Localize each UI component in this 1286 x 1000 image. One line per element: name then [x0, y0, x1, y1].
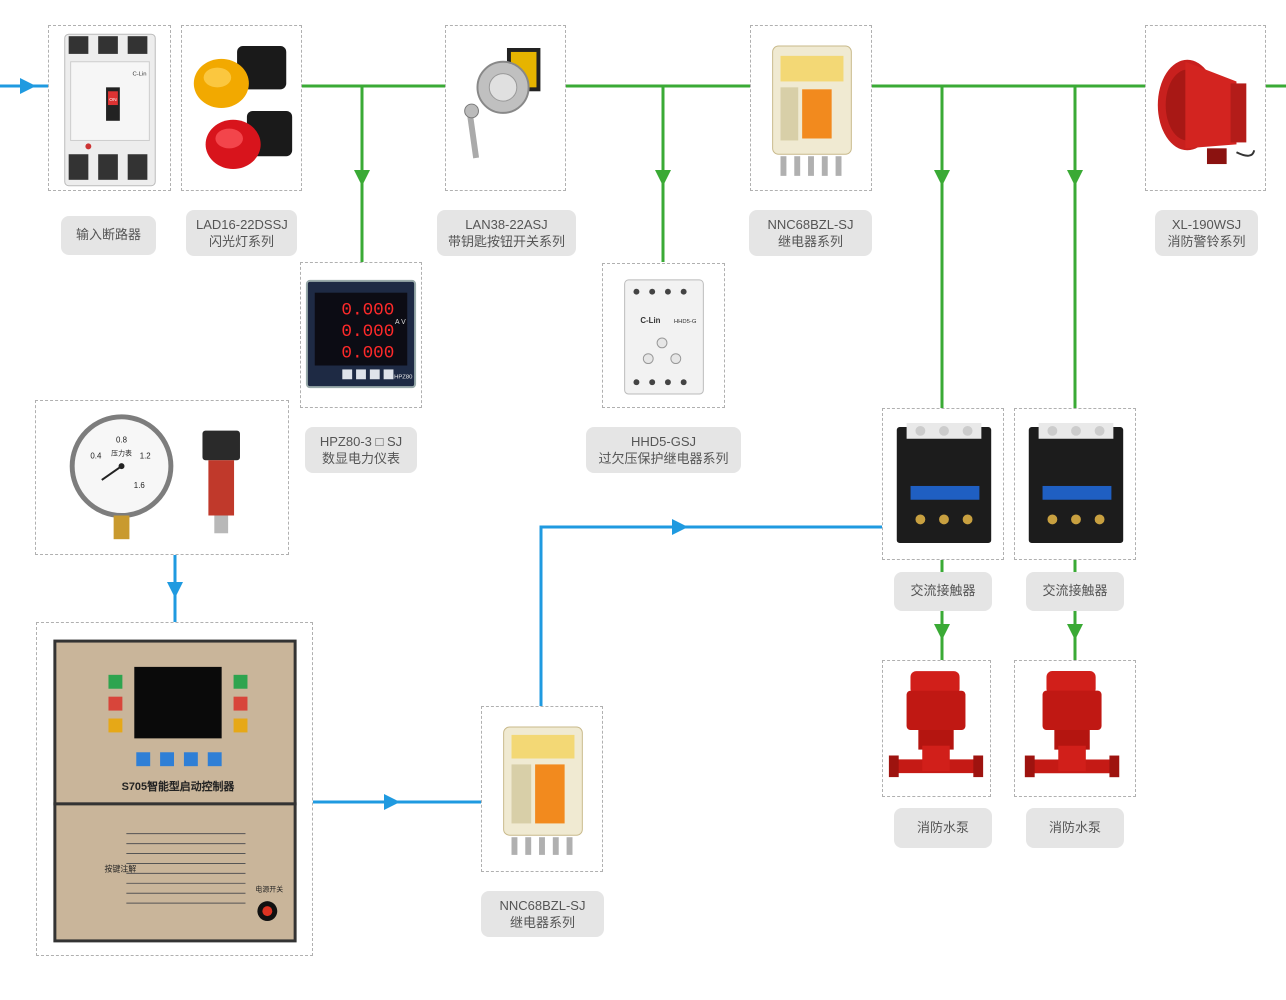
- controller-title: S705智能型启动控制器: [122, 779, 236, 793]
- label-flash-light-l1: LAD16-22DSSJ: [196, 217, 288, 232]
- relay-top-image: [772, 45, 852, 176]
- label-protect-relay-l2: 过欠压保护继电器系列: [598, 451, 729, 466]
- relay-to-contactor: [539, 525, 882, 706]
- label-relay-top: NNC68BZL-SJ 继电器系列: [749, 210, 872, 256]
- controller-side-text: 按键注解: [105, 863, 137, 873]
- label-power-meter: HPZ80-3 □ SJ 数显电力仪表: [305, 427, 417, 473]
- arrow-pump-1: [934, 624, 950, 640]
- label-relay-bottom-l1: NNC68BZL-SJ: [499, 898, 586, 913]
- label-pump-1-text: 消防水泵: [916, 820, 969, 835]
- label-key-switch-l1: LAN38-22ASJ: [465, 217, 548, 232]
- label-key-switch: LAN38-22ASJ 带钥匙按钮开关系列: [437, 210, 576, 256]
- gauge-value-1: 0.8: [116, 435, 128, 444]
- power-meter-image: 0.000 0.000 0.000 A V HPZ80: [305, 279, 417, 389]
- breaker-box: ON C-Lin: [48, 25, 171, 191]
- label-breaker: 输入断路器: [61, 216, 156, 255]
- pump-2-box: [1014, 660, 1136, 797]
- meter-model: HPZ80: [394, 374, 413, 380]
- label-breaker-text: 输入断路器: [75, 227, 141, 242]
- label-contactor-1: 交流接触器: [894, 572, 992, 611]
- label-alarm-bell-l1: XL-190WSJ: [1171, 217, 1242, 232]
- arrow-meter: [354, 170, 370, 186]
- breaker-image: ON C-Lin: [64, 33, 156, 187]
- power-meter-box: 0.000 0.000 0.000 A V HPZ80: [300, 262, 422, 408]
- protect-relay-box: C-Lin HHD5-G: [602, 263, 725, 408]
- label-pump-2: 消防水泵: [1026, 808, 1124, 848]
- contactor-1-image: [896, 423, 992, 544]
- label-flash-light-l2: 闪光灯系列: [208, 234, 274, 249]
- pump-1-image: [888, 671, 984, 778]
- label-flash-light: LAD16-22DSSJ 闪光灯系列: [186, 210, 297, 256]
- label-relay-bottom: NNC68BZL-SJ 继电器系列: [481, 891, 604, 937]
- arrow-pump-2: [1067, 624, 1083, 640]
- gauge-value-0: 0.4: [90, 451, 102, 460]
- hhd-model: HHD5-G: [674, 319, 697, 325]
- gauge-unit: 压力表: [111, 448, 132, 457]
- hhd-brand: C-Lin: [640, 316, 660, 325]
- relay-top-box: [750, 25, 872, 191]
- label-alarm-bell: XL-190WSJ 消防警铃系列: [1155, 210, 1258, 256]
- label-contactor-2: 交流接触器: [1026, 572, 1124, 611]
- gauge-value-3: 1.6: [134, 481, 146, 490]
- controller-image: S705智能型启动控制器 按键注解 电源开关: [53, 639, 297, 943]
- label-contactor-2-text: 交流接触器: [1042, 583, 1108, 598]
- label-pump-1: 消防水泵: [894, 808, 992, 848]
- label-protect-relay: HHD5-GSJ 过欠压保护继电器系列: [586, 427, 741, 473]
- label-contactor-1-text: 交流接触器: [910, 583, 976, 598]
- contactor-2-box: [1014, 408, 1136, 560]
- label-relay-bottom-l2: 继电器系列: [509, 915, 575, 930]
- relay-bottom-box: [481, 706, 603, 872]
- gauge-value-2: 1.2: [140, 451, 151, 460]
- arrow-contactor-2: [1067, 170, 1083, 186]
- label-relay-top-l2: 继电器系列: [777, 234, 843, 249]
- label-key-switch-l2: 带钥匙按钮开关系列: [447, 234, 565, 249]
- meter-units: A V: [395, 319, 406, 326]
- arrow-contactor-1: [934, 170, 950, 186]
- pressure-gauge-image: 0.8 0.4 1.2 1.6 压力表: [69, 414, 240, 540]
- breaker-brand-text: C-Lin: [132, 72, 146, 78]
- meter-digits-3: 0.000: [341, 344, 394, 364]
- arrow-contactor-feed: [672, 519, 688, 535]
- arrow-hhd: [655, 170, 671, 186]
- arrow-relay: [384, 794, 400, 810]
- alarm-bell-box: [1145, 25, 1266, 191]
- key-switch-image: [464, 48, 541, 159]
- label-power-meter-l1: HPZ80-3 □ SJ: [319, 434, 403, 449]
- contactor-1-box: [882, 408, 1004, 560]
- controller-box: S705智能型启动控制器 按键注解 电源开关: [36, 622, 313, 956]
- breaker-on-text: ON: [109, 97, 117, 103]
- relay-bottom-image: [503, 726, 583, 855]
- label-relay-top-l1: NNC68BZL-SJ: [767, 217, 854, 232]
- controller-power-text: 电源开关: [255, 884, 283, 893]
- pump-2-image: [1024, 670, 1120, 778]
- flash-light-image: [193, 46, 293, 169]
- arrow-input: [20, 78, 36, 94]
- label-protect-relay-l1: HHD5-GSJ: [630, 434, 696, 449]
- label-power-meter-l2: 数显电力仪表: [321, 451, 400, 466]
- key-switch-box: [445, 25, 566, 191]
- alarm-bell-image: [1157, 59, 1256, 165]
- meter-digits-2: 0.000: [341, 322, 394, 342]
- contactor-2-image: [1028, 423, 1124, 544]
- meter-digits-1: 0.000: [341, 300, 394, 320]
- protect-relay-image: C-Lin HHD5-G: [624, 279, 704, 395]
- flash-light-box: [181, 25, 302, 191]
- label-alarm-bell-l2: 消防警铃系列: [1167, 234, 1246, 249]
- pump-1-box: [882, 660, 991, 797]
- pressure-gauge-box: 0.8 0.4 1.2 1.6 压力表: [35, 400, 289, 555]
- arrow-controller: [167, 582, 183, 598]
- label-pump-2-text: 消防水泵: [1048, 820, 1101, 835]
